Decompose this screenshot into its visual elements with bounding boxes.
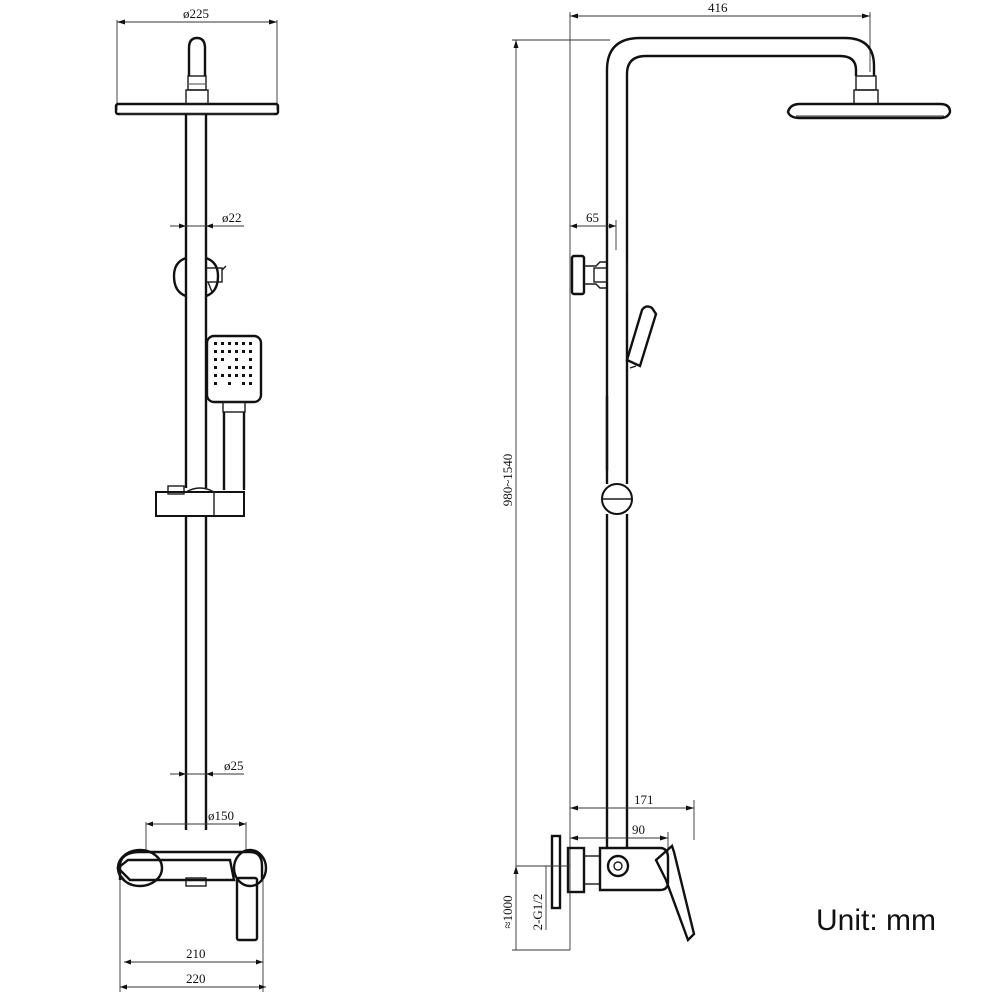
- overhead-shower-head-side: [786, 75, 952, 120]
- hand-shower-nozzles: [214, 342, 252, 385]
- riser-and-arm-side: [605, 36, 876, 848]
- dim-total-height: 980~1540: [500, 39, 610, 950]
- wall-bracket-front: [172, 256, 227, 298]
- dim-arm-reach-label: 416: [708, 0, 728, 15]
- unit-label: Unit: mm: [816, 904, 936, 937]
- dim-pipe-upper: ø22: [170, 210, 244, 229]
- dim-mixer-body: 90: [570, 822, 669, 852]
- dim-pipe-lower-label: ø25: [224, 758, 244, 773]
- dim-head-diameter-label: ø225: [183, 6, 209, 21]
- dim-width-outer-label: 220: [186, 971, 206, 986]
- dim-valve-centers: ø150: [145, 808, 247, 850]
- dim-pipe-upper-label: ø22: [222, 210, 242, 225]
- mixer-valve-front: [116, 848, 268, 942]
- wall-bracket-side: [570, 254, 628, 296]
- dim-total-height-label: 980~1540: [500, 454, 515, 507]
- hand-shower-side: [605, 305, 658, 470]
- dim-wall-offset-label: 65: [586, 210, 599, 225]
- slide-holder-side: [601, 483, 633, 515]
- dim-width-inner-label: 210: [186, 946, 206, 961]
- dim-wall-offset: 65: [570, 210, 617, 250]
- slide-holder-front: [155, 485, 245, 517]
- dim-inlet-height-label: ≈1000: [500, 895, 515, 928]
- dim-width: 210 220: [119, 880, 266, 992]
- side-view: 416 980~1540 65: [500, 0, 952, 951]
- riser-pipe-front: [184, 114, 208, 830]
- dim-mixer-body-label: 90: [632, 822, 645, 837]
- dim-pipe-lower: ø25: [170, 758, 244, 777]
- mixer-valve-side: [550, 834, 696, 943]
- front-view: ø225 ø22: [114, 6, 280, 992]
- overhead-shower-head-front: [114, 36, 280, 116]
- dim-inlet: ≈1000 2-G1/2: [500, 865, 570, 951]
- hand-shower-front: [205, 334, 263, 490]
- dim-mixer-depth: 171: [570, 792, 695, 840]
- dim-inlet-thread-label: 2-G1/2: [530, 894, 545, 931]
- dim-valve-centers-label: ø150: [208, 808, 234, 823]
- dim-mixer-depth-label: 171: [634, 792, 654, 807]
- dim-arm-reach: 416: [569, 0, 871, 950]
- dim-head-diameter: ø225: [116, 6, 278, 110]
